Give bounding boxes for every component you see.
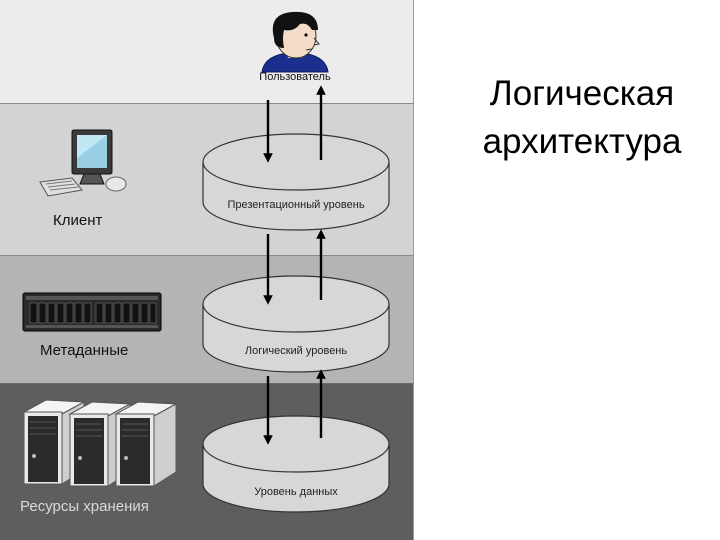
data-tier-cylinder (202, 415, 390, 513)
rack-server-icon (22, 292, 162, 332)
logic-tier-cylinder (202, 275, 390, 373)
user-avatar-icon (261, 11, 329, 73)
title-line-1: Логическая (489, 74, 675, 113)
page-title: Логическая архитектура (452, 70, 712, 166)
title-line-2: архитектура (482, 122, 682, 161)
user-label: Пользователь (259, 71, 331, 83)
logic-tier-label: Логический уровень (244, 345, 348, 357)
data-tier-label: Уровень данных (254, 486, 338, 498)
presentation-tier-cylinder (202, 133, 390, 231)
metadata-label: Метаданные (40, 342, 129, 359)
presentation-tier-label: Презентационный уровень (227, 199, 365, 211)
client-label: Клиент (53, 212, 103, 229)
desktop-computer-icon (39, 129, 127, 197)
storage-servers-icon (22, 399, 178, 487)
user-band (0, 0, 414, 104)
storage-label: Ресурсы хранения (20, 498, 149, 515)
flow-arrows (263, 85, 326, 445)
